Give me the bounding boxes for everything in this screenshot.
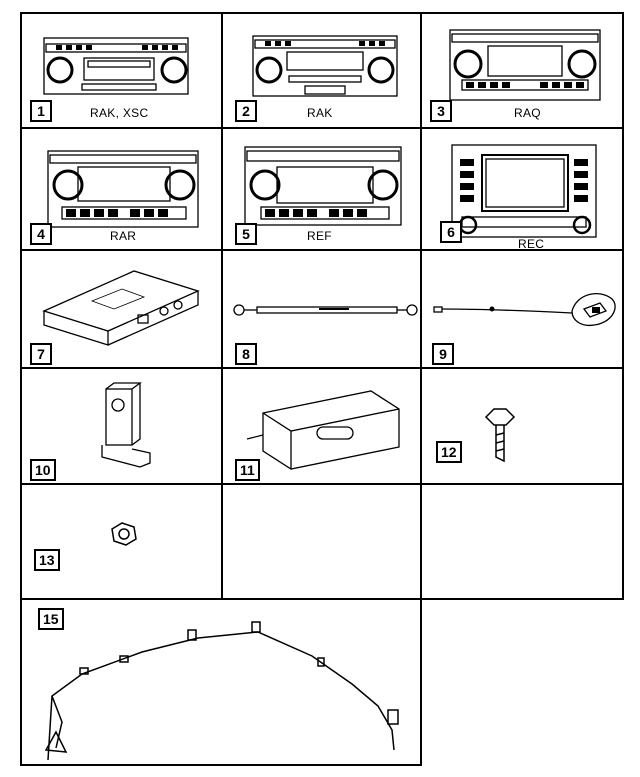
part-cell-7[interactable]: 7: [20, 249, 223, 369]
parts-diagram-grid: 1 RAK, XSC 2 RAK: [20, 12, 624, 766]
callout-11: 11: [235, 459, 260, 481]
part-cell-9[interactable]: 9: [420, 249, 624, 369]
bolt-illustration: [484, 408, 516, 463]
radio-unit-illustration: [252, 35, 398, 97]
callout-1: 1: [30, 100, 52, 122]
nut-illustration: [111, 522, 137, 546]
callout-3: 3: [430, 100, 452, 122]
part-cell-10[interactable]: 10: [20, 367, 223, 485]
cable-illustration: [233, 304, 418, 316]
callout-12: 12: [436, 441, 462, 463]
radio-unit-illustration: [43, 37, 189, 95]
radio-unit-illustration: [47, 150, 199, 228]
part-code-1: RAK, XSC: [90, 106, 149, 120]
callout-4: 4: [30, 223, 52, 245]
antenna-illustration: [433, 293, 616, 327]
sensor-bracket-illustration: [101, 382, 151, 468]
part-cell-8[interactable]: 8: [221, 249, 422, 369]
callout-7: 7: [30, 343, 52, 365]
callout-15: 15: [38, 608, 64, 630]
part-code-4: RAR: [110, 229, 137, 243]
callout-13: 13: [34, 549, 60, 571]
callout-8: 8: [235, 343, 257, 365]
part-cell-1[interactable]: 1 RAK, XSC: [20, 12, 223, 129]
part-cell-4[interactable]: 4 RAR: [20, 127, 223, 251]
part-code-2: RAK: [307, 106, 333, 120]
radio-unit-illustration: [449, 29, 601, 101]
part-cell-12[interactable]: 12: [420, 367, 624, 485]
part-cell-11[interactable]: 11: [221, 367, 422, 485]
part-code-3: RAQ: [514, 106, 541, 120]
callout-10: 10: [30, 459, 56, 481]
amplifier-illustration: [246, 390, 400, 470]
wiring-harness-illustration: [44, 621, 399, 761]
radio-unit-illustration: [244, 146, 402, 226]
part-cell-2[interactable]: 2 RAK: [221, 12, 422, 129]
part-cell-15[interactable]: 15: [20, 598, 422, 766]
callout-5: 5: [235, 223, 257, 245]
part-code-5: REF: [307, 229, 332, 243]
part-cell-6[interactable]: 6 REC: [420, 127, 624, 251]
empty-cell: [420, 483, 624, 600]
part-cell-5[interactable]: 5 REF: [221, 127, 422, 251]
callout-6: 6: [440, 221, 462, 243]
empty-cell: [221, 483, 422, 600]
part-code-6: REC: [518, 237, 545, 251]
callout-2: 2: [235, 100, 257, 122]
part-cell-13[interactable]: 13: [20, 483, 223, 600]
callout-9: 9: [432, 343, 454, 365]
part-cell-3[interactable]: 3 RAQ: [420, 12, 624, 129]
module-box-illustration: [42, 270, 200, 346]
